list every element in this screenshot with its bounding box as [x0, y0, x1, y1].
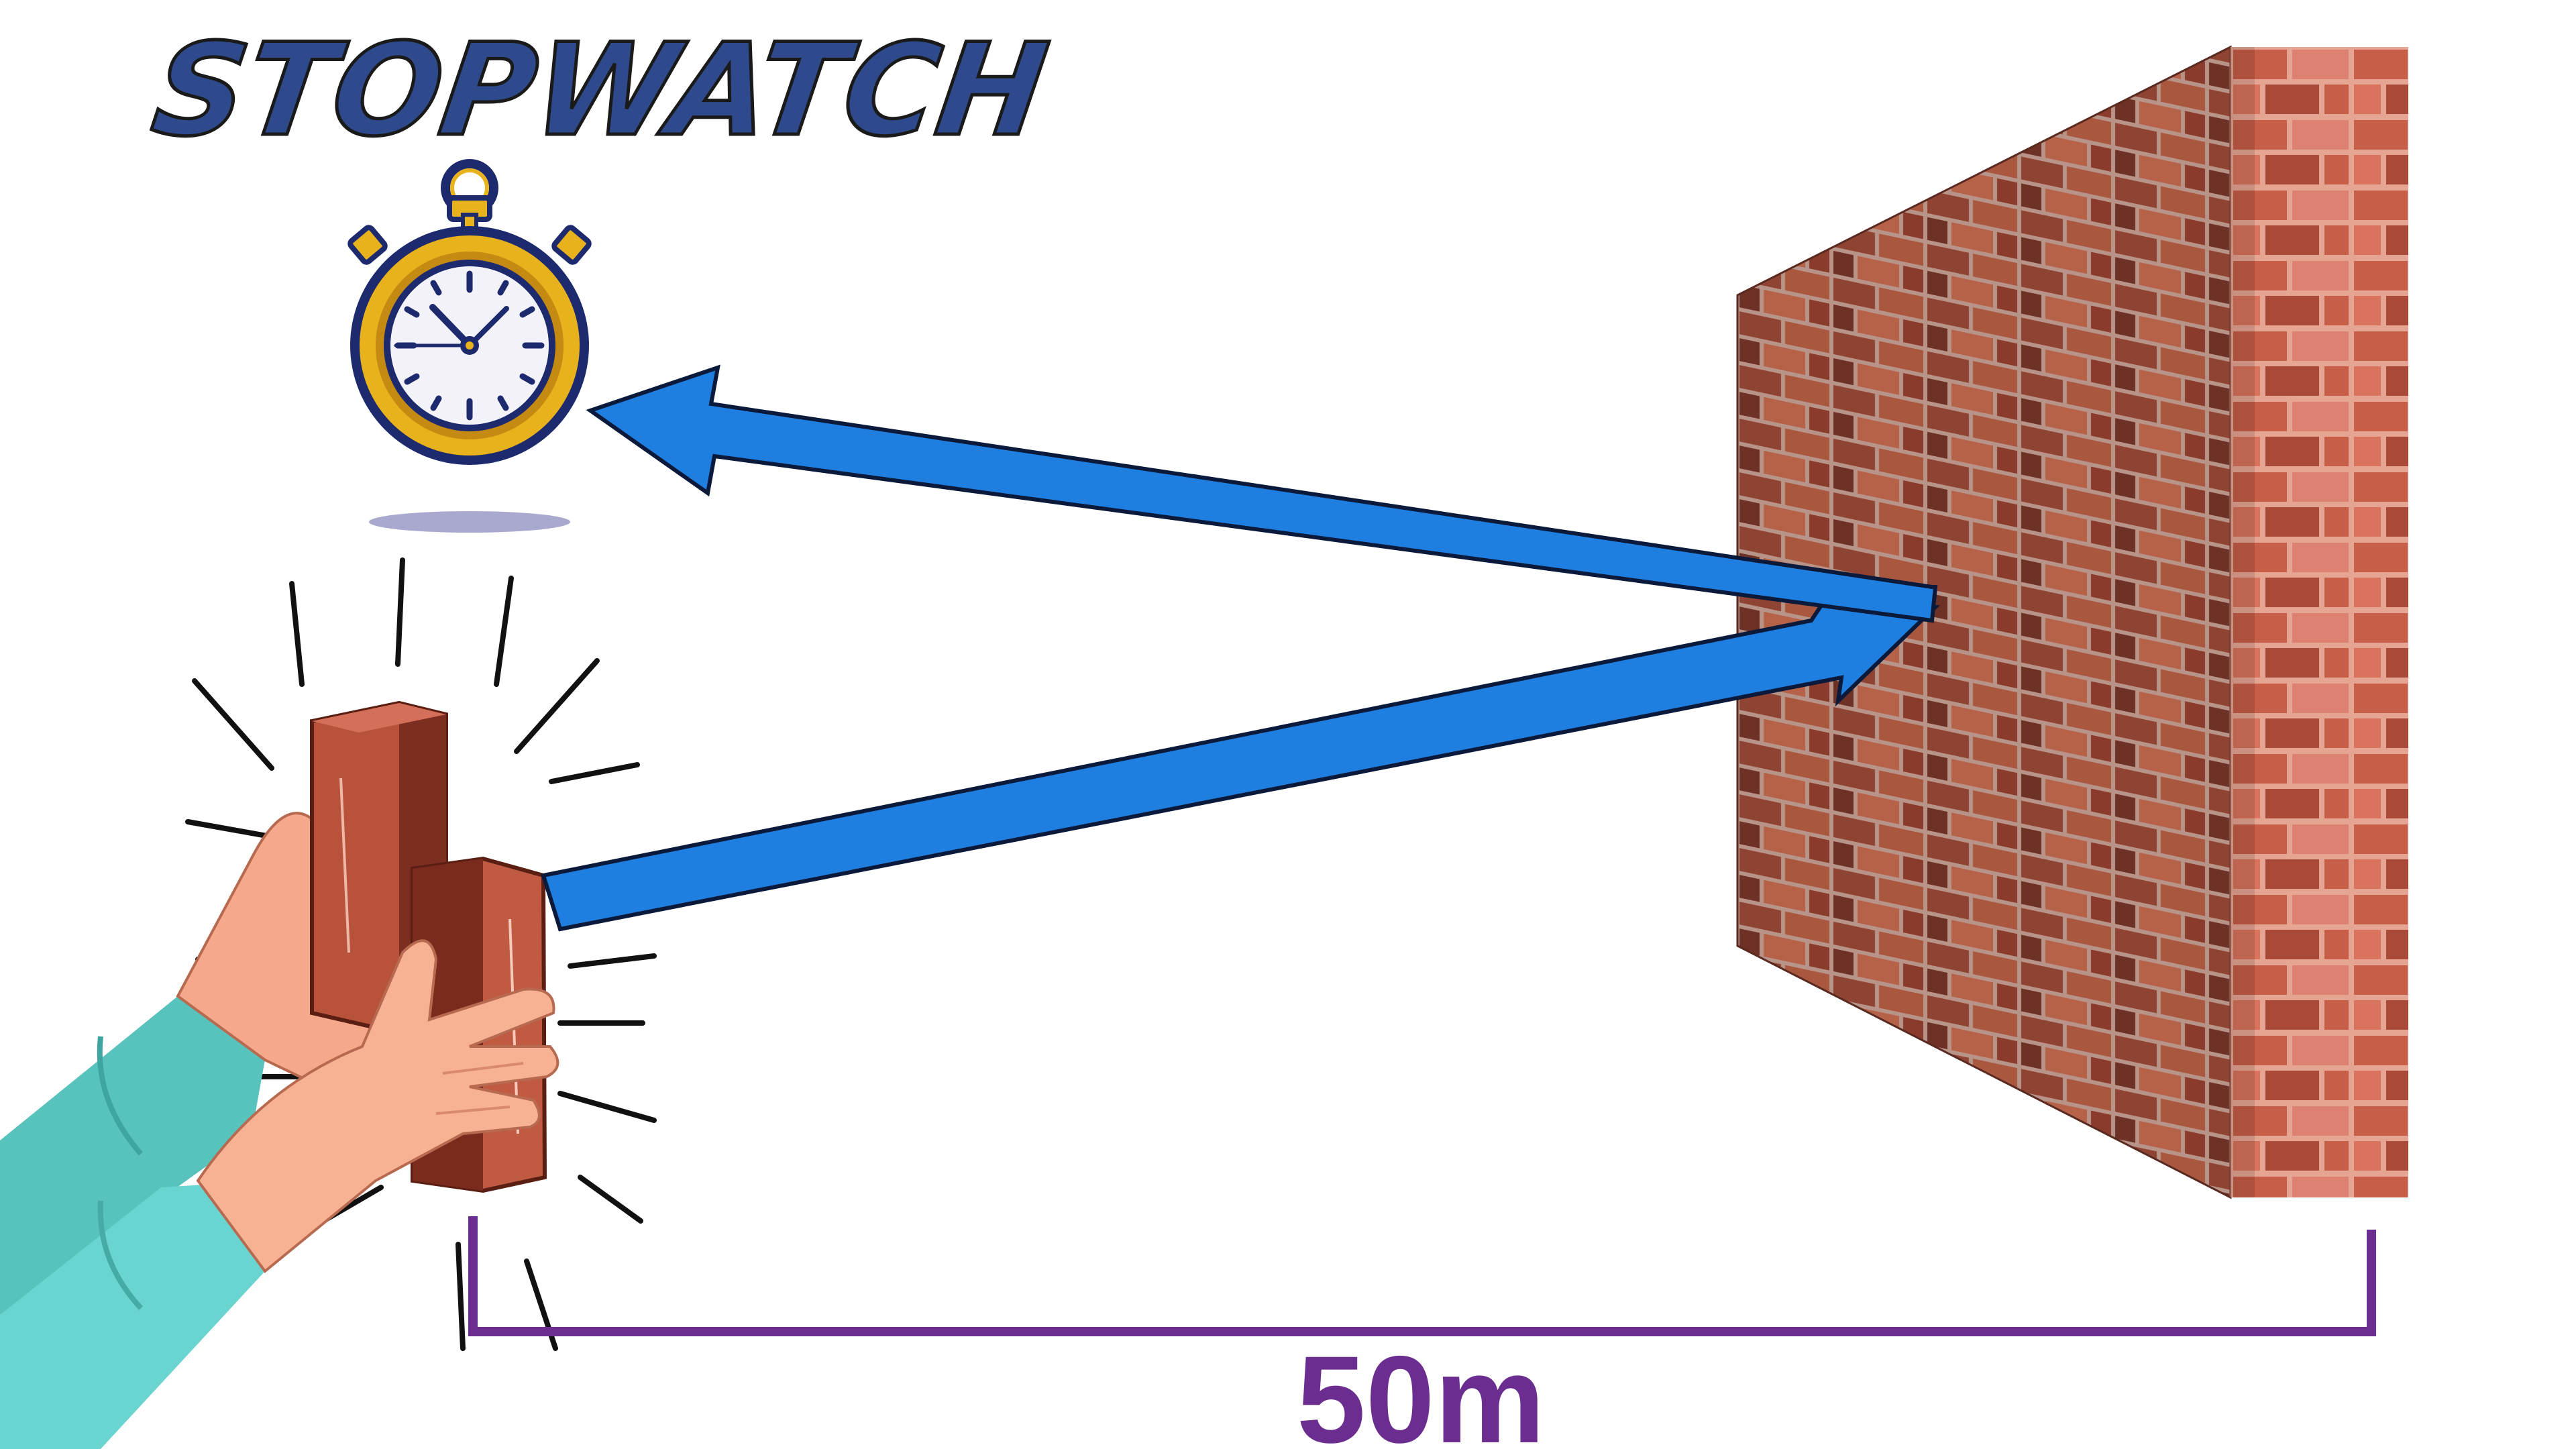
sound-arrow-reflected [586, 364, 1938, 623]
stopwatch-icon [347, 159, 592, 533]
distance-label: 50m [1297, 1331, 1545, 1449]
sound-arrow-outgoing [541, 598, 1940, 932]
brick-wall-icon [1736, 45, 2408, 1199]
clapping-hands-icon [0, 557, 657, 1449]
diagram-title: STOPWATCH [144, 17, 1055, 165]
distance-bracket [468, 1216, 2376, 1336]
